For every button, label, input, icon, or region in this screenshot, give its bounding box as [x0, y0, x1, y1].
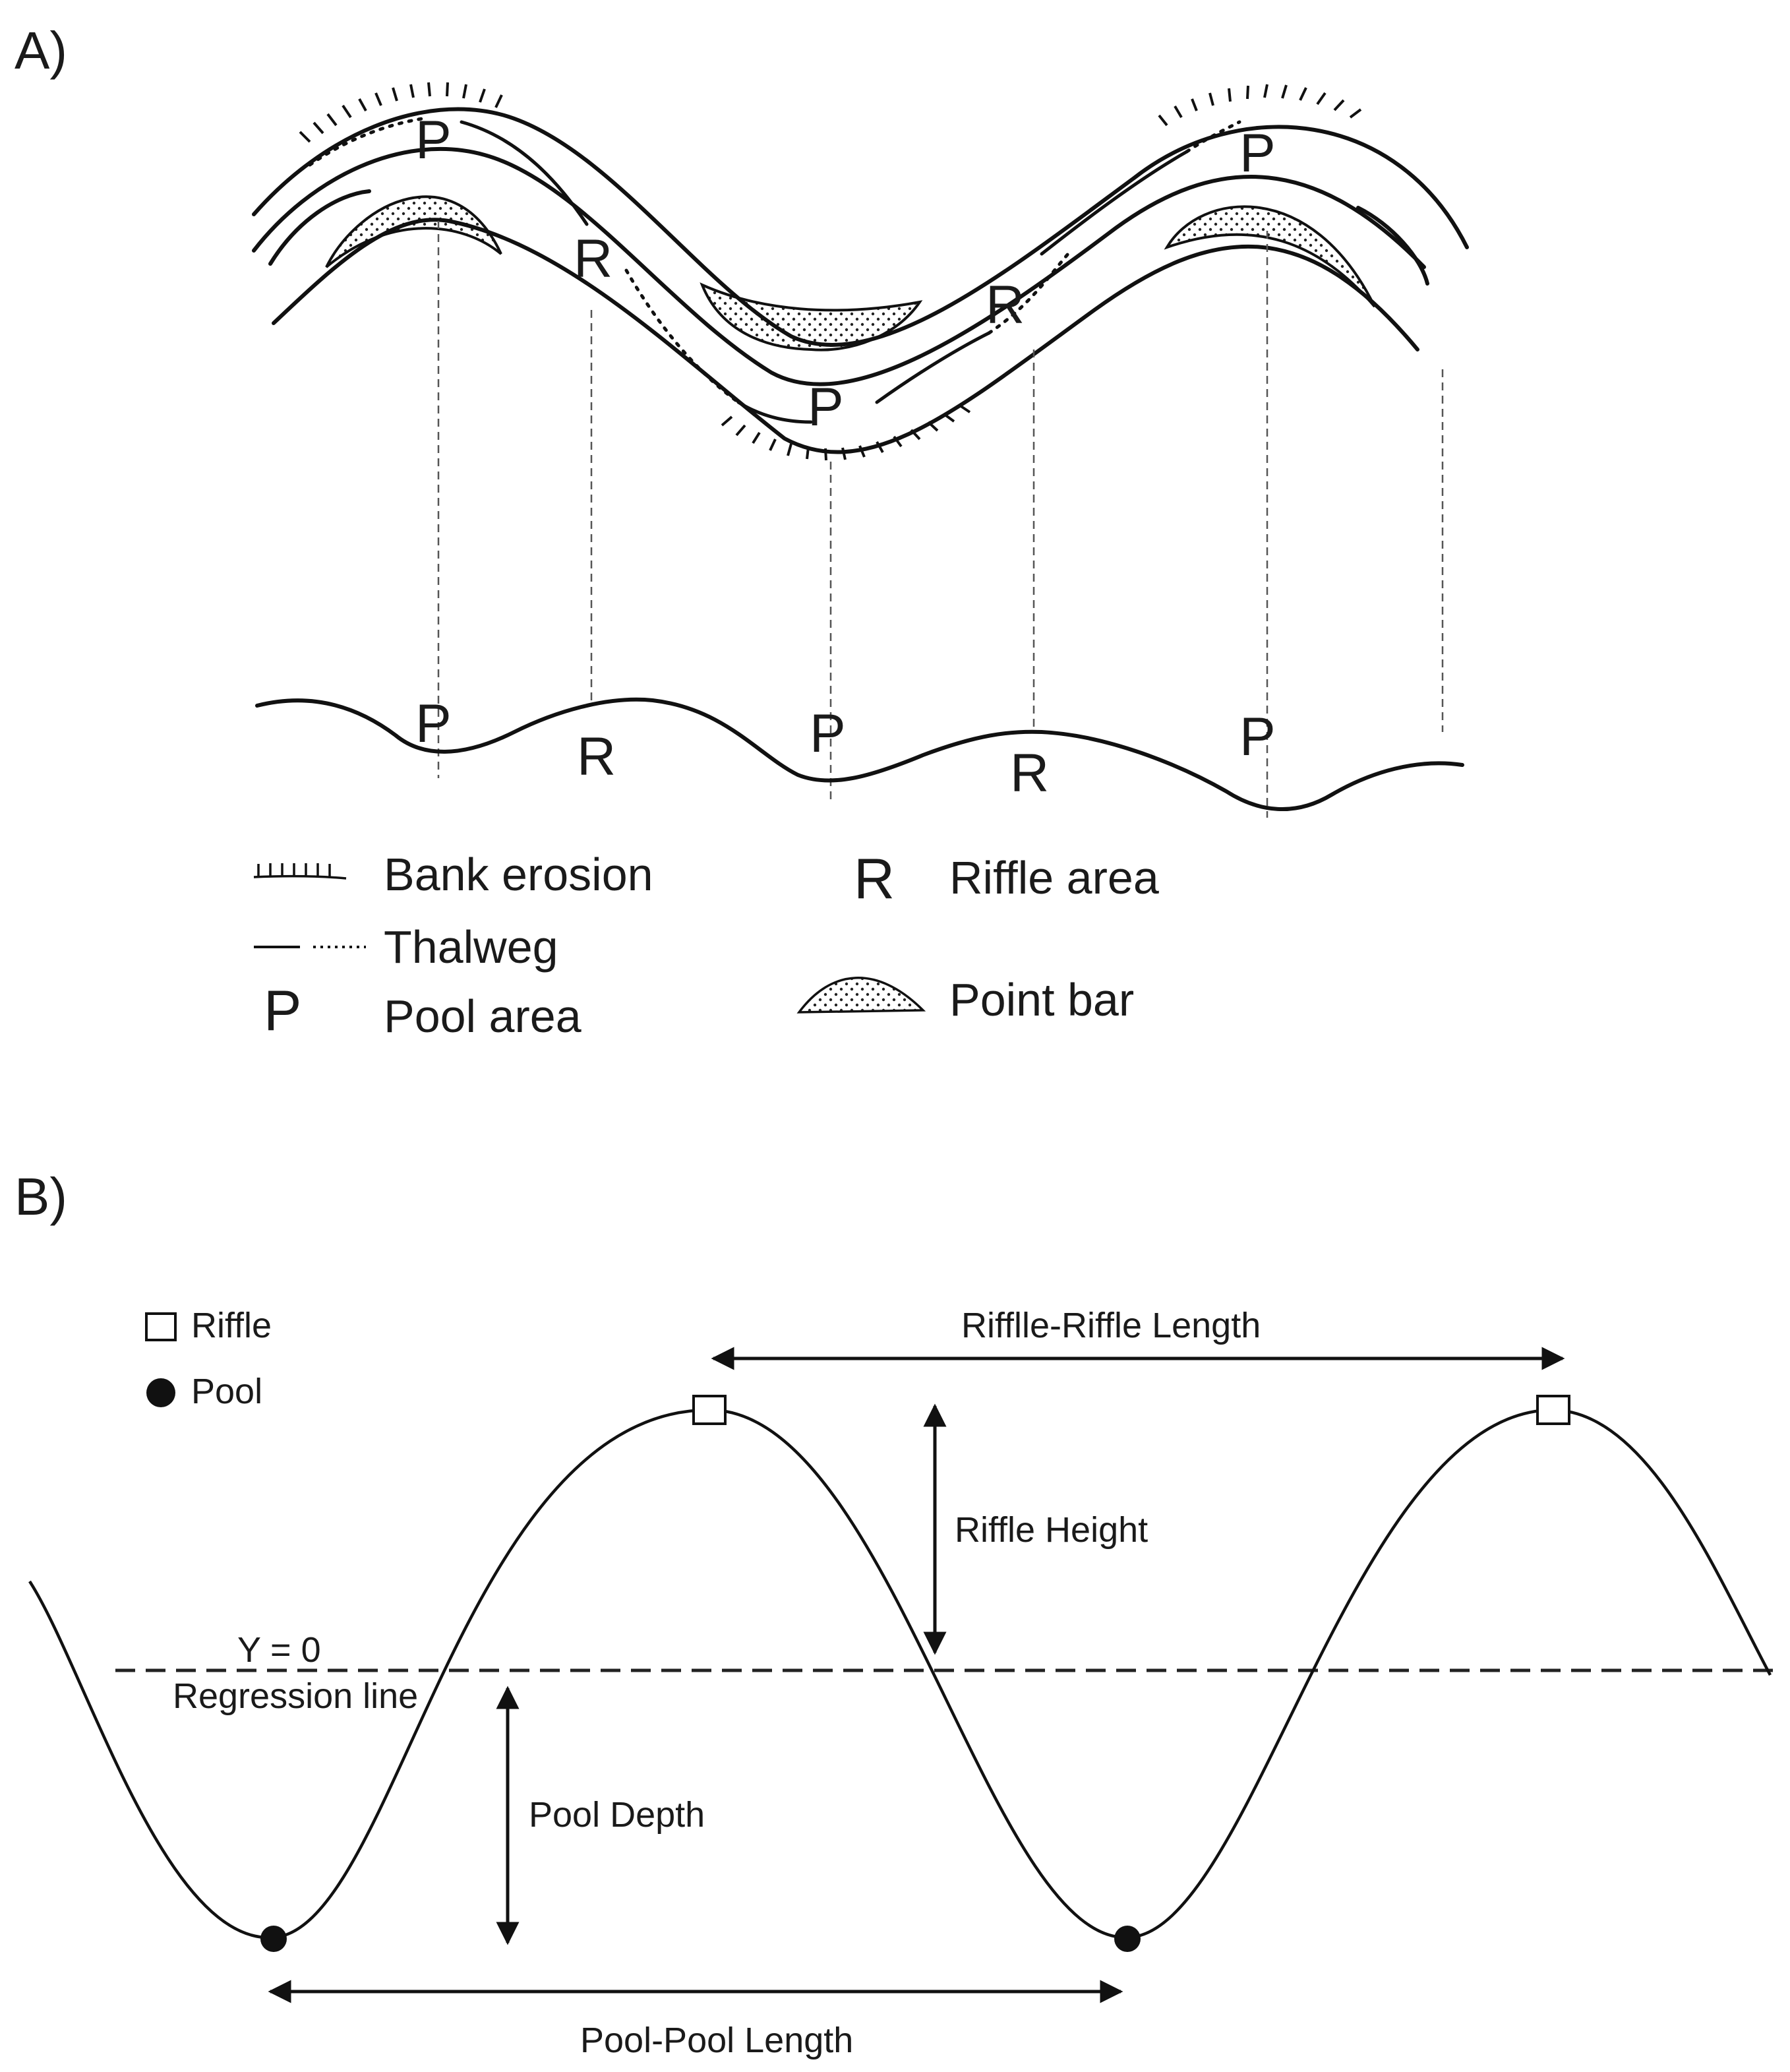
thalweg-solid-4 [1040, 150, 1189, 256]
legend-riffle-square-icon [145, 1312, 177, 1341]
map-pool-1: P [415, 110, 452, 170]
profile-riffle-2: R [1010, 743, 1049, 803]
riffle-riffle-length-label: Rifflle-Riffle Length [961, 1306, 1261, 1345]
profile-pool-1: P [415, 694, 452, 754]
erosion-right [1158, 84, 1362, 127]
thalweg-solid-3 [875, 331, 991, 404]
panel-a: A) [15, 21, 1469, 1043]
legend-b: Riffle Pool [145, 1306, 272, 1411]
y-zero-label: Y = 0 [237, 1630, 321, 1670]
bed-profile-curve [28, 1408, 1772, 1939]
panel-b: B) Riffle Pool Rifflle-Riffle Length Rif… [15, 1167, 1774, 2060]
thalweg-solid-2 [736, 400, 813, 424]
panel-b-label: B) [15, 1167, 67, 1226]
legend-pool-dot-icon [146, 1378, 175, 1407]
panel-a-label: A) [15, 21, 67, 80]
map-riffle-1: R [574, 229, 612, 289]
legend-riffle: Riffle [191, 1306, 272, 1345]
pool-marker-2 [1114, 1926, 1141, 1952]
legend-pool-symbol: P [264, 979, 301, 1043]
bank-erosion-symbol [253, 863, 347, 880]
riffle-marker-2 [1536, 1395, 1570, 1425]
pool-depth-label: Pool Depth [529, 1795, 705, 1835]
point-bar-right [1164, 205, 1376, 308]
point-bars [325, 195, 1376, 351]
thalweg-dotted-1 [308, 117, 424, 167]
channel-banks [252, 107, 1469, 454]
legend-pool: Pool [191, 1372, 262, 1411]
thalweg-solid-1 [460, 120, 589, 226]
outer-bank [252, 107, 1469, 347]
erosion-left [299, 82, 503, 143]
riffle-height-label: Riffle Height [955, 1510, 1148, 1550]
profile-letters: P R P R P [415, 694, 1276, 803]
map-pool-2: P [808, 377, 844, 437]
inner-bank-right [1356, 206, 1429, 286]
thalweg-dotted-2 [624, 268, 740, 404]
vertical-guides [437, 221, 1444, 818]
thalweg [308, 117, 1241, 424]
point-bar-middle [700, 282, 923, 351]
erosion-middle [721, 404, 971, 461]
profile-riffle-1: R [577, 727, 616, 787]
longitudinal-profile [255, 697, 1464, 811]
legend-riffle-symbol: R [854, 847, 895, 911]
legend-thalweg: Thalweg [384, 921, 558, 973]
map-pool-3: P [1239, 123, 1276, 183]
legend-bank-erosion: Bank erosion [384, 849, 653, 900]
regression-line-label: Regression line [173, 1676, 418, 1716]
point-bar-symbol [796, 977, 926, 1014]
channel-line-lower [272, 218, 1419, 454]
thalweg-dotted-4 [1185, 120, 1241, 154]
riffle-marker-1 [692, 1395, 727, 1425]
map-letters: P R P R P [415, 110, 1276, 437]
map-riffle-2: R [986, 275, 1025, 335]
profile-pool-3: P [1239, 707, 1276, 767]
inner-bank [268, 189, 371, 266]
legend-point-bar: Point bar [949, 974, 1134, 1025]
legend-riffle-area: Riffle area [949, 852, 1159, 903]
channel-line-upper [252, 146, 1426, 386]
thalweg-dotted-3 [987, 252, 1070, 335]
point-bar-left [325, 195, 502, 268]
legend-a: Bank erosion Thalweg P Pool area R Riffl… [253, 847, 1159, 1043]
bank-erosion-hatching [299, 82, 1362, 461]
pool-pool-length-label: Pool-Pool Length [580, 2021, 853, 2060]
profile-pool-2: P [810, 704, 846, 764]
pool-marker-1 [260, 1926, 287, 1952]
legend-pool-area: Pool area [384, 990, 582, 1042]
